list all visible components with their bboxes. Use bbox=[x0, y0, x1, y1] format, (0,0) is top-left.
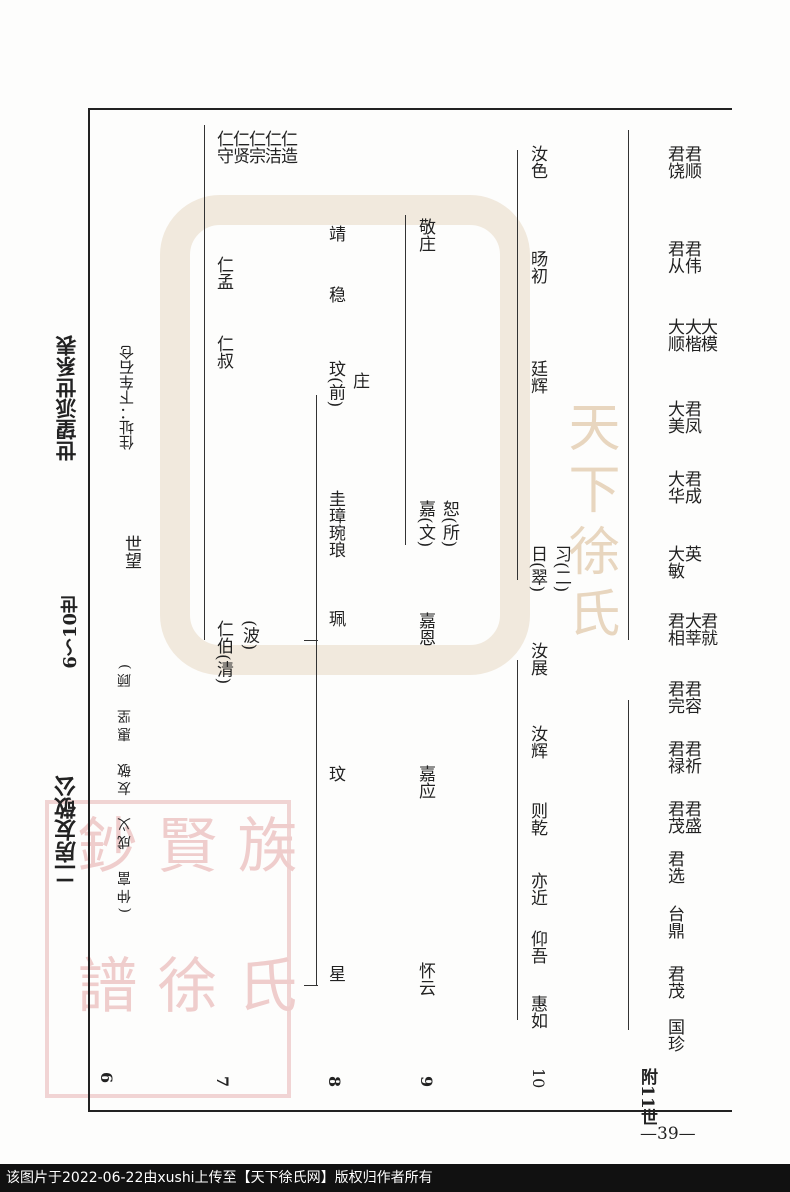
person-c1: 国珍 bbox=[664, 1018, 684, 1052]
gen-label-8: 8 bbox=[325, 1076, 344, 1088]
person-c11: 君相 bbox=[664, 612, 684, 646]
person-renxian: 仁贤 bbox=[229, 130, 249, 164]
person-jiao: 玟 bbox=[325, 765, 345, 782]
person-tinghui: 廷辉 bbox=[527, 360, 547, 394]
person-renjie: 仁洁 bbox=[261, 130, 281, 164]
person-jiaen: 嘉恩 bbox=[415, 612, 435, 646]
table-frame bbox=[88, 108, 732, 1112]
person-c23: 君从 bbox=[664, 240, 684, 274]
tree-line bbox=[628, 130, 629, 640]
person-c19: 君凤 bbox=[681, 400, 701, 434]
person-yijin: 亦近 bbox=[527, 872, 547, 906]
tree-line bbox=[316, 395, 317, 985]
header-address: 住址：下车石仓 bbox=[118, 345, 136, 450]
person-renshu: 仁叔 bbox=[213, 335, 233, 369]
person-renshou: 仁守 bbox=[213, 130, 233, 164]
person-renbo-sub: (波) bbox=[239, 620, 259, 651]
header-title-main: 世望派世系表 bbox=[54, 335, 79, 461]
person-wen: 稳 bbox=[325, 286, 345, 303]
gen-label-9: 9 bbox=[417, 1076, 436, 1088]
person-c12: 大莘 bbox=[681, 612, 701, 646]
page-number: —39— bbox=[640, 1124, 696, 1144]
person-renmeng: 仁孟 bbox=[213, 256, 233, 290]
person-jingzhuang: 敬庄 bbox=[415, 218, 435, 252]
person-rixi-2: 习(二) bbox=[551, 545, 571, 593]
person-c4: 君选 bbox=[664, 850, 684, 884]
person-c6: 君盛 bbox=[681, 800, 701, 834]
header-title-gen: 6～10世 bbox=[60, 595, 81, 669]
watermark-logo bbox=[160, 195, 530, 675]
gen-label-7: 7 bbox=[213, 1076, 232, 1088]
person-c8: 君祈 bbox=[681, 740, 701, 774]
person-c14: 大敏 bbox=[664, 545, 684, 579]
person-pei: 珮 bbox=[325, 610, 345, 627]
person-renbo: 仁伯(清) bbox=[213, 620, 233, 685]
tree-line bbox=[628, 700, 629, 1030]
person-huaiyun: 怀云 bbox=[415, 962, 435, 996]
tree-line bbox=[304, 640, 318, 641]
person-c22: 大模 bbox=[697, 318, 717, 352]
person-ruhui: 汝辉 bbox=[527, 725, 547, 759]
person-ruse: 汝色 bbox=[527, 145, 547, 179]
tree-line bbox=[517, 150, 518, 580]
tree-line bbox=[304, 985, 318, 986]
tree-line bbox=[517, 660, 518, 1020]
person-jiaqian-2: 庄 bbox=[349, 372, 369, 389]
person-c17: 君成 bbox=[681, 470, 701, 504]
person-shiwang: 世望 bbox=[121, 535, 141, 569]
gen-label-11: 附11世 bbox=[637, 1068, 657, 1126]
person-huiru: 惠如 bbox=[527, 995, 547, 1029]
person-renzao: 仁造 bbox=[277, 130, 297, 164]
person-c18: 大美 bbox=[664, 400, 684, 434]
person-yangwu: 仰吾 bbox=[527, 930, 547, 964]
watermark-text: 天下徐氏 bbox=[559, 400, 619, 648]
person-c9: 君完 bbox=[664, 680, 684, 714]
person-jiahe: 嘉(文) bbox=[415, 500, 435, 548]
person-xing: 星 bbox=[325, 965, 345, 982]
person-guizhang: 圭璋琬琅 bbox=[325, 490, 345, 558]
red-seal-stamp: 鈔 賢 族 譜 徐 氏 bbox=[45, 800, 297, 1098]
person-c15: 英 bbox=[681, 545, 701, 562]
person-c2: 君茂 bbox=[664, 965, 684, 999]
tree-line bbox=[405, 215, 406, 545]
person-jiaqian: 玟(前) bbox=[325, 360, 345, 408]
person-jing: 靖 bbox=[325, 225, 345, 242]
person-jiahe-2: 恕(所) bbox=[439, 500, 459, 548]
person-c5: 君茂 bbox=[664, 800, 684, 834]
person-c13: 君就 bbox=[697, 612, 717, 646]
person-rixi: 日(翠) bbox=[527, 545, 547, 593]
person-zeqian: 则乾 bbox=[527, 802, 547, 836]
gen-label-10: 10 bbox=[529, 1068, 548, 1089]
person-c7: 君禄 bbox=[664, 740, 684, 774]
header-branches: (仲富 成义 友敬 惠坚 顾) bbox=[117, 660, 133, 913]
person-yangchu: 旸初 bbox=[527, 250, 547, 284]
person-c26: 君顺 bbox=[681, 145, 701, 179]
person-c3: 台鼎 bbox=[664, 905, 684, 939]
tree-line bbox=[204, 125, 205, 640]
footer-copyright: 该图片于2022-06-22由xushi上传至【天下徐氏网】版权归作者所有 bbox=[0, 1164, 790, 1192]
person-c16: 大华 bbox=[664, 470, 684, 504]
person-c24: 君伟 bbox=[681, 240, 701, 274]
person-c10: 君容 bbox=[681, 680, 701, 714]
person-c21: 大楷 bbox=[681, 318, 701, 352]
person-ruzhan: 汝展 bbox=[527, 642, 547, 676]
person-c20: 大顺 bbox=[664, 318, 684, 352]
person-jiaying: 嘉应 bbox=[415, 765, 435, 799]
gen-label-6: 6 bbox=[97, 1072, 116, 1084]
person-c25: 君饶 bbox=[664, 145, 684, 179]
header-title-prefix: 二房友敬公 bbox=[54, 775, 80, 885]
person-renzong: 仁宗 bbox=[245, 130, 265, 164]
